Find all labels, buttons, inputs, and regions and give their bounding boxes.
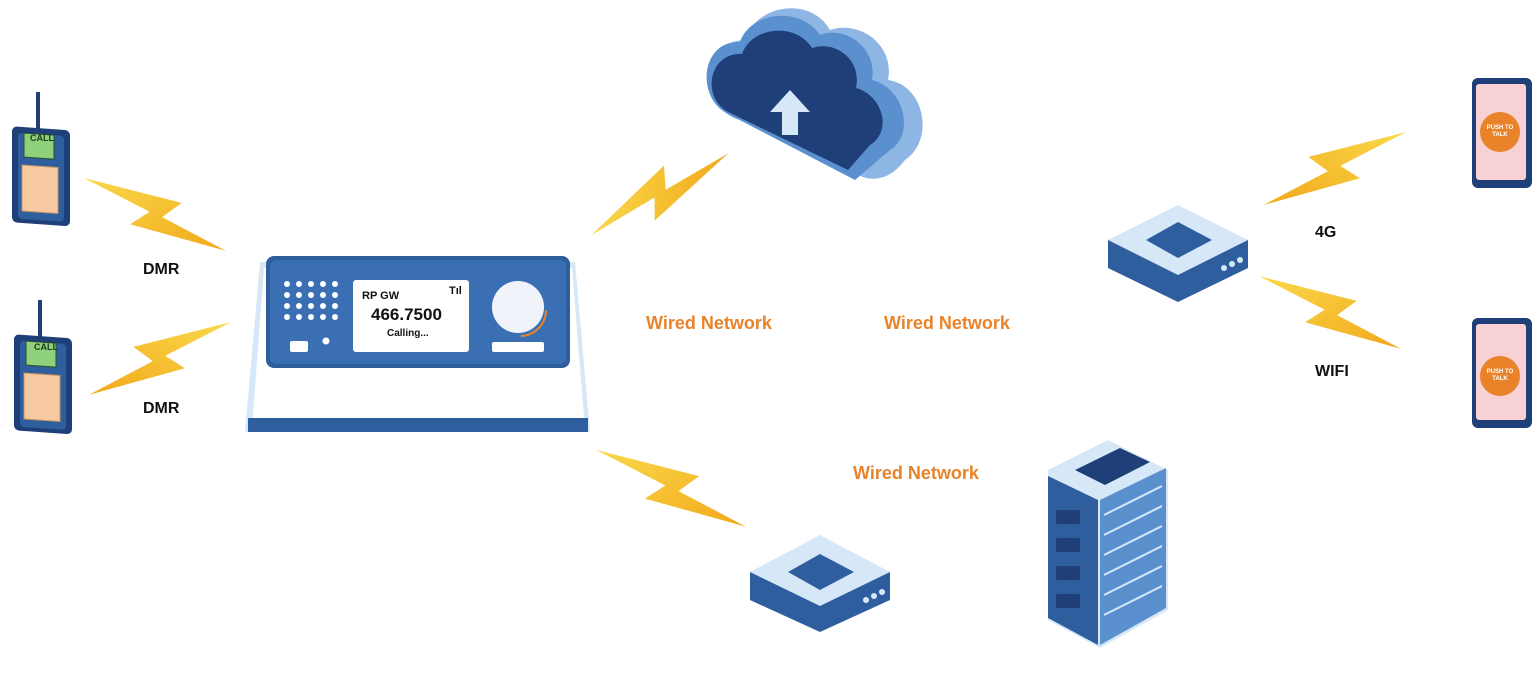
wired-network-label: Wired Network [646, 313, 772, 333]
cellular-label: 4G [1315, 224, 1337, 241]
lightning-bolt-icon [83, 178, 227, 251]
signal-icon: Tıl [449, 285, 462, 297]
smartphone-icon [1472, 318, 1532, 428]
smartphone-icon [1472, 78, 1532, 188]
dmr-label: DMR [143, 261, 180, 278]
push-to-talk-button: PUSH TO TALK [1486, 125, 1514, 138]
wifi-label: WIFI [1315, 363, 1349, 380]
gateway-frequency: 466.7500 [371, 305, 442, 324]
gateway-screen-title: RP GW [362, 290, 400, 302]
network-router-icon [750, 535, 890, 632]
walkie-talkie-icon [14, 300, 72, 434]
dmr-label: DMR [143, 400, 180, 417]
walkie-talkie-icon [12, 92, 70, 226]
lightning-bolt-icon [1258, 276, 1402, 349]
lightning-bolt-icon [1263, 132, 1407, 205]
lightning-bolt-icon [88, 322, 232, 395]
lightning-bolt-icon [591, 114, 729, 274]
lightning-bolt-icon [596, 449, 746, 527]
radio-screen-text: CALL [34, 342, 58, 352]
network-router-icon [1108, 205, 1248, 302]
push-to-talk-button: PUSH TO TALK [1486, 369, 1514, 382]
wired-network-label: Wired Network [853, 463, 979, 483]
cloud-upload-icon [706, 8, 923, 181]
server-rack-icon [1048, 440, 1168, 648]
speaker-grille [284, 281, 338, 320]
gateway-status: Calling... [387, 328, 429, 339]
radio-screen-text: CALL [30, 133, 54, 143]
wired-network-label: Wired Network [884, 313, 1010, 333]
